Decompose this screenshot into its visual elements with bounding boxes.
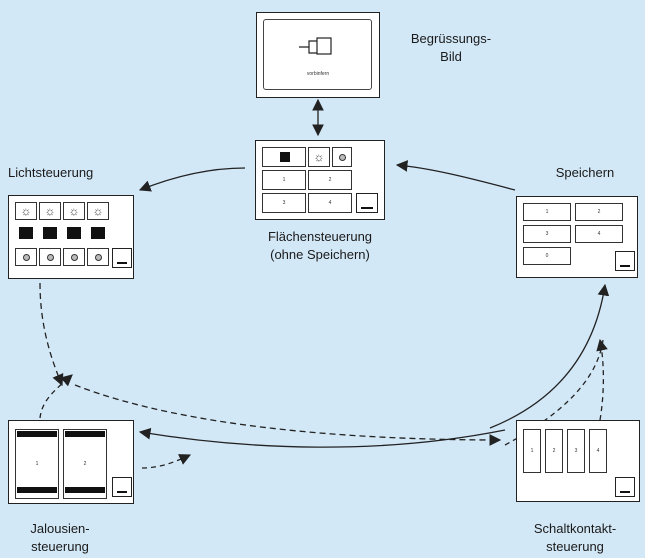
blind-up-icon [65,431,105,437]
ellipsis-icon [112,248,132,268]
save-area-arrow [395,160,516,191]
switch-cell-2: 2 [545,429,563,473]
save-cell-0: 0 [523,247,571,265]
area-label-line: Flächensteuerung [267,229,373,244]
blinds-screen: 1 2 [8,420,134,504]
blind-down-icon [65,487,105,493]
save-cell-4: 4 [575,225,623,243]
sun-icon: ☼ [63,202,85,220]
welcome-screen-frame [263,19,372,90]
area-label-line: (ohne Speichern) [270,247,370,262]
light-off-key [43,227,57,239]
switch-cell-1: 1 [523,429,541,473]
ellipsis-icon [356,193,378,213]
area-screen: ☼ 1 2 3 4 [255,140,385,220]
area-cell-1-text: 1 [282,177,286,183]
save-cell-3: 3 [523,225,571,243]
area-cell-3-text: 3 [282,200,286,206]
light-dim-key [87,248,109,266]
switch-cell-3-text: 3 [574,448,578,454]
save-cell-3-text: 3 [545,231,549,237]
save-cell-2-text: 2 [597,209,601,215]
area-cell-3: 3 [262,193,306,213]
save-cell-2: 2 [575,203,623,221]
switch-cell-3: 3 [567,429,585,473]
blind-down-icon [17,487,57,493]
light-dim-key [15,248,37,266]
welcome-label-line: Bild [440,49,462,64]
area-cell-2: 2 [308,170,352,190]
sun-icon: ☼ [308,147,330,167]
switch-cell-1-text: 1 [530,448,534,454]
save-screen: 1 2 3 4 0 [516,196,638,278]
area-cell-4: 4 [308,193,352,213]
save-label: Speichern [540,164,630,182]
welcome-screen: vorbinfern [256,12,380,98]
ellipsis-icon [112,477,132,497]
area-cell-dot [332,147,352,167]
light-label: Lichtsteuerung [8,164,158,182]
light-off-key [67,227,81,239]
area-cell-black [262,147,306,167]
blinds-label: Jalousien- steuerung [20,520,100,556]
sun-icon: ☼ [87,202,109,220]
blind-up-icon [17,431,57,437]
switch-label-line: Schaltkontakt- [533,521,617,536]
save-cell-0-text: 0 [545,253,549,259]
save-label-line: Speichern [555,165,615,180]
switch-save-arrow [596,338,608,421]
blinds-cell-2-text: 2 [83,461,87,467]
save-cell-1: 1 [523,203,571,221]
welcome-label: Begrüssungs- Bild [396,30,506,66]
ellipsis-icon [615,477,635,497]
sun-icon: ☼ [39,202,61,220]
switch-screen: 1 2 3 4 [516,420,640,502]
area-label: Flächensteuerung (ohne Speichern) [225,228,415,264]
save-cell-4-text: 4 [597,231,601,237]
sun-icon: ☼ [15,202,37,220]
welcome-label-line: Begrüssungs- [410,31,492,46]
switch-cell-4-text: 4 [596,448,600,454]
light-switch-arrow [74,384,502,446]
light-screen: ☼ ☼ ☼ ☼ [8,195,134,279]
switch-cell-2-text: 2 [552,448,556,454]
area-cell-2-text: 2 [328,177,332,183]
switch-label: Schaltkontakt- steuerung [520,520,630,556]
area-cell-1: 1 [262,170,306,190]
light-dim-key [39,248,61,266]
blinds-label-line: Jalousien- [30,521,90,536]
light-off-key [19,227,33,239]
arc-save-arrow [489,283,610,429]
blinds-cell-1-text: 1 [35,461,39,467]
switch-cell-4: 4 [589,429,607,473]
save-cell-1-text: 1 [545,209,549,215]
area-cell-4-text: 4 [328,200,332,206]
blinds-switch-arrow [141,454,192,469]
light-blinds-arrow [39,282,64,387]
blinds-light-arrow [39,374,73,419]
switch-blinds-arrow [138,427,506,448]
area-light-arrow [138,167,246,192]
hand-touch-icon [297,35,337,59]
light-off-key [91,227,105,239]
ellipsis-icon [615,251,635,271]
dash-arc [504,339,604,446]
light-label-line: Lichtsteuerung [8,165,94,180]
welcome-button-text: vorbinfern [306,71,330,77]
blinds-label-line: steuerung [31,539,89,554]
light-dim-key [63,248,85,266]
switch-label-line: steuerung [546,539,604,554]
